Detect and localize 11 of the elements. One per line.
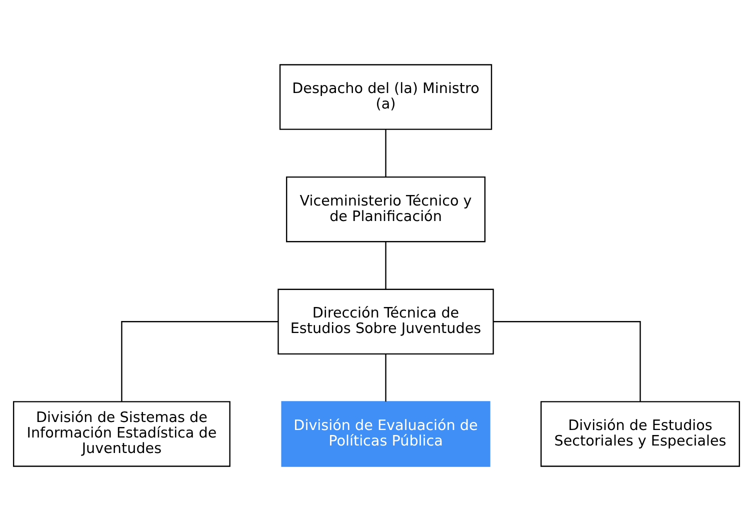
- node-box: Despacho del (la) Ministro (a): [279, 64, 492, 130]
- node-box: División de Evaluación de Políticas Pública: [281, 401, 490, 467]
- connector: [385, 354, 386, 402]
- node-box: Viceministerio Técnico y de Planificación: [286, 176, 486, 242]
- connector: [385, 130, 386, 177]
- node-box: División de Sistemas de Información Estadística de Juventudes: [13, 401, 230, 467]
- connector: [493, 321, 641, 402]
- node-box: División de Estudios Sectoriales y Especiales: [540, 401, 740, 467]
- node-box: Dirección Técnica de Estudios Sobre Juventudes: [278, 288, 494, 355]
- connector: [385, 242, 386, 290]
- connector: [121, 321, 278, 402]
